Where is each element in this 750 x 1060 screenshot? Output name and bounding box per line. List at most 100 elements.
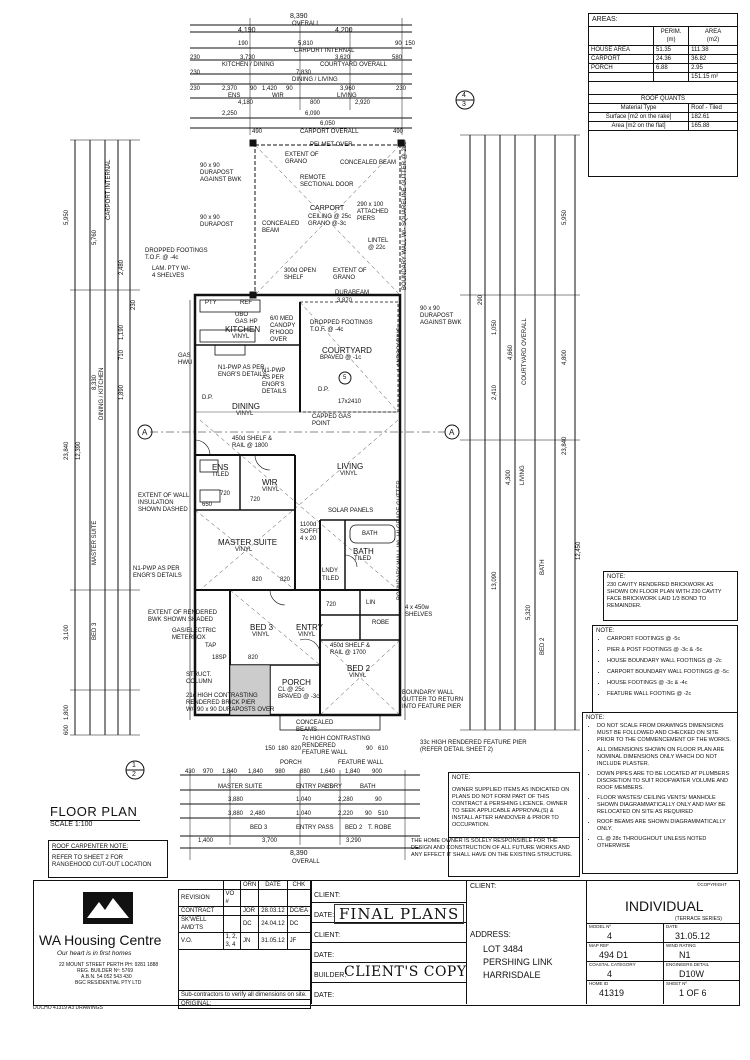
address-line: LOT 3484 — [483, 944, 523, 954]
dim-left-1190: 1,190 — [119, 324, 125, 340]
dim-right-1050: 1,050 — [492, 319, 498, 335]
dim-right-4660: 4,660 — [508, 344, 514, 360]
dim-right-bed2: BED 2 — [540, 637, 546, 655]
dim-bot-180: 180 — [278, 746, 289, 752]
note-general: NOTE: DO NOT SCALE FROM DRAWINGS DIMENSI… — [582, 712, 738, 874]
section-mark-left: 1 2 — [132, 762, 136, 778]
label-ref: REF — [240, 300, 252, 306]
label-dropped-footings-2: DROPPED FOOTINGS T.O.F. @ -4c — [310, 320, 373, 333]
dim-left-12390: 12,390 — [76, 441, 82, 460]
roof-material-value: Roof - Tiled — [688, 103, 738, 113]
label-720b: 720 — [250, 497, 261, 503]
dim-7830: 7,830 — [296, 70, 312, 76]
label-durapost-1: 90 x 90 DURAPOST AGAINST BWK — [200, 163, 242, 183]
note-footings-item: HOUSE BOUNDARY WALL FOOTINGS @ -2c — [607, 658, 729, 665]
coastal-value: 4 — [607, 969, 613, 979]
room-bath-floor: TILED — [354, 556, 372, 562]
dim-courtyard-overall-label: COURTYARD OVERALL — [320, 62, 387, 68]
dim-bot-430: 430 — [185, 769, 196, 775]
note-footings-item: HOUSE FOOTINGS @ -3c & -4c — [607, 680, 729, 687]
dim-230b: 230 — [190, 70, 201, 76]
dim-2250: 2,250 — [222, 111, 238, 117]
grid-a-left: A — [142, 428, 148, 437]
areas-row-area: 2.95 — [688, 63, 738, 73]
client-header: CLIENT: — [470, 883, 497, 890]
label-attached-piers: 290 x 100 ATTACHED PIERS — [357, 202, 389, 222]
areas-row-name: CARPORT — [588, 54, 654, 64]
address-label: ADDRESS: — [470, 930, 511, 939]
note-owner-text-2: THE HOME OWNER IS SOLELY RESPONSIBLE FOR… — [411, 838, 573, 858]
dim-bot-90c: 90 — [366, 746, 373, 752]
logo-tagline: Our heart is in first homes — [57, 950, 132, 957]
label-carport-ceiling: CEILING @ 25c GRANO @-3c — [308, 214, 352, 227]
wind-label: WIND RATING — [666, 943, 696, 948]
dim-bot-pass: PASS — [318, 825, 334, 831]
label-shelves: 4 x 450w SHELVES — [405, 605, 433, 618]
room-ens-floor: TILED — [212, 472, 230, 478]
dim-bot-2480: 2,480 — [250, 811, 266, 817]
label-gas-meter: GAS/ELECTRIC METERBOX — [172, 628, 217, 641]
roof-quants-title: ROOF QUANTS — [588, 94, 738, 104]
dim-3960: 3,960 — [340, 86, 356, 92]
label-dp-2: D.P. — [318, 387, 329, 393]
label-landscaping: LANDSCAPING — [397, 326, 403, 370]
rev-orn: JN — [239, 932, 260, 950]
label-n1-pwp-1: N1-PWP AS PER ENGR'S DETAILS — [218, 365, 267, 378]
room-lndy: LNDY — [322, 568, 339, 574]
dim-right-bath: BATH — [540, 559, 546, 575]
note-footings-item: CARPORT BOUNDARY WALL FOOTINGS @ -5c — [607, 669, 729, 676]
dim-bot-1040b: 1,040 — [296, 811, 312, 817]
dim-230a: 230 — [190, 55, 201, 61]
rev-orn-header: ORN — [239, 880, 260, 890]
client-address-column: CLIENT: ADDRESS: LOT 3484 PERSHING LINK … — [466, 880, 587, 1004]
section-mark-5: 5 — [343, 375, 347, 381]
dim-2370: 2,370 — [222, 86, 238, 92]
rev-date: 28.03.12 — [258, 906, 288, 916]
doc-ref: DOCHO 41319 A3 DRAWINGS — [33, 1005, 103, 1011]
dim-bot-1640: 1,640 — [320, 769, 336, 775]
dim-right-12450: 12,450 — [576, 541, 582, 560]
dim-230d: 230 — [396, 86, 407, 92]
logo-area: WA Housing Centre Our heart is in first … — [35, 882, 177, 1002]
label-soffit: 1100d SOFFIT 4 x 20 — [300, 522, 322, 542]
room-kitchen-floor: VINYL — [232, 334, 250, 340]
dim-bot-bed2: BED 2 — [345, 825, 363, 831]
roof-flat-label: Area [m2 on the flat] — [587, 121, 690, 131]
dim-bot-overall-label: OVERALL — [292, 859, 320, 865]
dim-bot-610: 610 — [378, 746, 389, 752]
dim-left-master-suite: MASTER SUITE — [92, 520, 98, 565]
stamp-final-plans: FINAL PLANS — [334, 904, 465, 924]
dim-bot-porch: PORCH — [280, 760, 302, 766]
label-650: 650 — [202, 502, 213, 508]
label-extent-grano: EXTENT OF GRANO — [285, 152, 319, 165]
label-bath-fixture: BATH — [362, 531, 378, 537]
label-boundary-gutter: BOUNDARY WALL GUTTER TO RETURN INTO FEAT… — [402, 690, 464, 710]
eng-label: ENGINEERS DETAIL — [666, 962, 710, 967]
dim-right-290: 290 — [478, 294, 484, 305]
dim-580: 580 — [392, 55, 403, 61]
areas-col-area: AREA (m2) — [688, 26, 738, 46]
note-general-item: ALL DIMENSIONS SHOWN ON FLOOR PLAN ARE N… — [597, 747, 733, 768]
dim-left-600: 600 — [64, 724, 70, 735]
rev-vo — [222, 906, 241, 916]
revision-table: ORN DATE CHK REVISION VO # CONTRACT JOR … — [178, 880, 312, 1009]
dim-carport-internal-label: CARPORT INTERNAL — [294, 48, 355, 54]
room-porch-floor: CL @ 25c BPAVED @ -3c — [278, 687, 320, 700]
label-dp-1: D.P. — [202, 395, 213, 401]
dim-bot-overall: 8,390 — [290, 850, 308, 857]
address-line: HARRISDALE — [483, 970, 541, 980]
label-extent-insulation: EXTENT OF WALL INSULATION SHOWN DASHED — [138, 493, 190, 513]
roof-flat-value: 165.88 — [688, 121, 738, 131]
dim-90b: 90 — [250, 86, 257, 92]
note-general-item: FLOOR WASTES/ CEILING VENTS/ MANHOLE SHO… — [597, 795, 733, 816]
rev-vo-header: VO # — [222, 889, 241, 907]
label-feature-wall: 7c HIGH CONTRASTING RENDERED FEATURE WAL… — [302, 736, 371, 756]
rev-chk: DC/EA — [286, 906, 312, 916]
label-820b: 820 — [252, 577, 263, 583]
label-shelf-rail: 450d SHELF & RAIL @ 1800 — [232, 436, 273, 449]
dim-overall-label: OVERALL — [292, 21, 320, 27]
note-owner-text-1: OWNER SUPPLIED ITEMS AS INDICATED ON PLA… — [452, 787, 570, 828]
rev-revision-header: REVISION — [178, 889, 224, 907]
dim-right-23840: 23,840 — [562, 436, 568, 455]
dim-90a: 90 — [395, 41, 402, 47]
